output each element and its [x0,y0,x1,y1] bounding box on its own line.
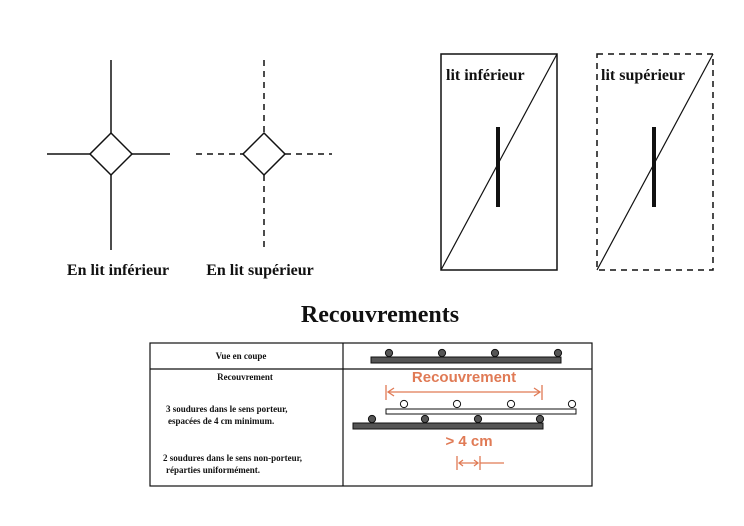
bottom-bed-symbol [47,60,170,250]
section-view-dot [490,348,500,358]
upper-mesh-bar [385,408,577,415]
upper-mesh-dot [506,399,516,409]
bottom-bed-caption: En lit inférieur [67,262,169,279]
bottom-panel-frame [440,53,558,271]
table-border [149,342,593,487]
section-title: Recouvrements [301,302,459,328]
overlap-view: Recouvrement > 4 cm [352,369,577,470]
overlap-label: Recouvrement [412,369,516,386]
lower-mesh-dot [420,414,430,424]
section-view-dot [437,348,447,358]
spacing-label: > 4 cm [445,433,492,450]
overlap-dim-arrow-right [533,387,542,397]
section-view-bar [370,356,562,364]
top-bed-panel: lit supérieur [596,53,714,271]
bottom-symbol-diamond [88,131,134,177]
lower-mesh-dot [367,414,377,424]
upper-mesh-dot [567,399,577,409]
bottom-bed-panel: lit inférieur [440,53,558,271]
top-panel-frame [596,53,714,271]
spacing-dim-arrow-left [457,459,464,467]
top-bed-caption: En lit supérieur [206,262,314,279]
spacing-dim-arrow-right [473,459,480,467]
upper-mesh-dot [399,399,409,409]
lower-mesh-dot [535,414,545,424]
spacing-dimension [456,456,504,470]
top-panel-label: lit supérieur [601,67,685,84]
overlap-dim-arrow-left [386,387,395,397]
bottom-panel-label: lit inférieur [446,67,525,84]
lower-mesh-bar [352,422,544,430]
row2-heading: Recouvrement [217,372,273,382]
top-symbol-diamond [241,131,287,177]
note2-line2: réparties uniformément. [166,465,260,475]
note1-line2: espacées de 4 cm minimum. [168,416,274,426]
note2-line1: 2 soudures dans le sens non-porteur, [163,453,302,463]
upper-mesh-dot [452,399,462,409]
section-view-dot [553,348,563,358]
overlap-dimension [385,385,543,400]
section-view [370,348,563,364]
overlap-table: Vue en coupe Recouvrement 3 soudures dan… [149,342,593,487]
note1-line1: 3 soudures dans le sens porteur, [166,404,288,414]
lower-mesh-dot [473,414,483,424]
section-view-dot [384,348,394,358]
top-bed-symbol [196,60,332,250]
row1-label: Vue en coupe [216,351,267,361]
